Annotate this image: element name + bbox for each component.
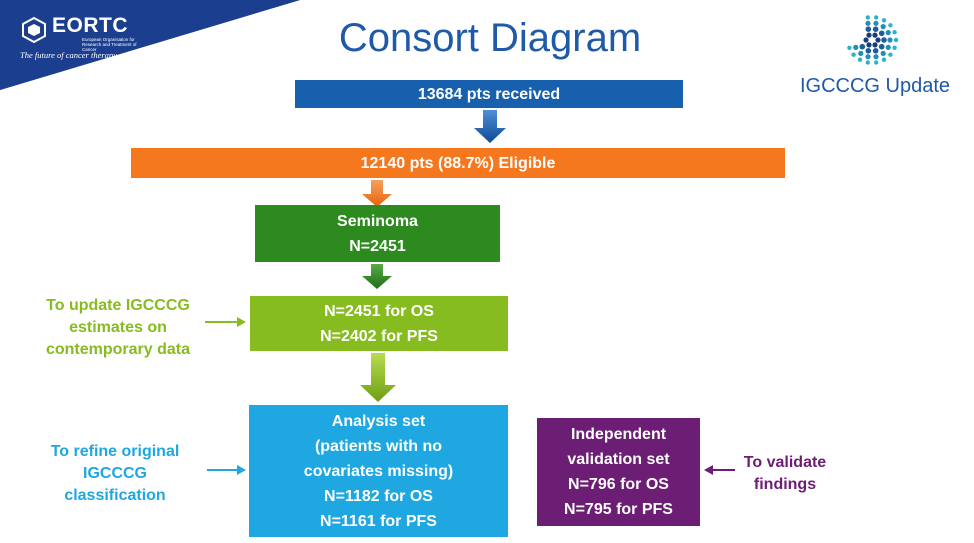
- side-arrow-validate: [704, 465, 735, 475]
- logo-dot: [874, 15, 879, 20]
- logo-dot: [866, 32, 872, 38]
- logo-dot: [873, 54, 879, 60]
- eortc-banner: [0, 0, 300, 90]
- logo-dot: [888, 52, 893, 57]
- eortc-tagline: The future of cancer therapy: [20, 50, 117, 60]
- seminoma-box: Seminoma N=2451: [255, 205, 500, 262]
- received-box: 13684 pts received: [295, 80, 683, 108]
- igcccg-logo-icon: [847, 15, 899, 65]
- logo-dot: [857, 57, 863, 62]
- logo-dot: [873, 20, 879, 26]
- logo-dot: [880, 24, 886, 30]
- logo-dot: [866, 42, 872, 48]
- logo-dot: [865, 15, 870, 20]
- annotation-validate: To validate findings: [743, 454, 827, 493]
- logo-dot: [872, 48, 879, 54]
- logo-dot: [874, 60, 879, 65]
- down-arrow-2: [362, 180, 392, 207]
- igcccg-update-label: IGCCCG Update: [799, 75, 951, 97]
- side-arrow-update: [205, 317, 246, 327]
- os-pfs-box: N=2451 for OS N=2402 for PFS: [250, 296, 508, 351]
- logo-dot: [885, 44, 891, 51]
- logo-dot: [865, 54, 871, 60]
- logo-dot: [892, 30, 897, 35]
- logo-dot: [865, 60, 870, 65]
- logo-dot: [880, 50, 886, 57]
- logo-dot: [863, 37, 869, 43]
- logo-dot: [881, 57, 887, 62]
- logo-dot: [847, 45, 852, 50]
- logo-dot: [878, 43, 885, 50]
- down-arrow-1: [474, 110, 506, 143]
- logo-dot: [851, 52, 856, 57]
- logo-dot: [858, 50, 864, 57]
- logo-dot: [875, 37, 881, 43]
- page-title: Consort Diagram: [338, 16, 642, 60]
- logo-dot: [859, 43, 866, 50]
- logo-dot: [865, 48, 872, 54]
- eligible-box: 12140 pts (88.7%) Eligible: [131, 148, 785, 178]
- eortc-logo-icon: [22, 16, 46, 44]
- logo-dot: [881, 18, 887, 23]
- logo-dot: [892, 45, 897, 50]
- eortc-logo-text: EORTC: [52, 14, 128, 37]
- down-arrow-4: [360, 353, 396, 402]
- logo-dot: [865, 20, 871, 26]
- logo-dot: [872, 32, 878, 38]
- validation-set-box: Independent validation set N=796 for OS …: [537, 418, 700, 526]
- eortc-logo-subtext: European Organisation for Research and T…: [82, 37, 137, 52]
- logo-dot: [881, 37, 887, 43]
- logo-dot: [865, 26, 872, 32]
- analysis-set-box: Analysis set (patients with no covariate…: [249, 405, 508, 537]
- logo-dot: [893, 37, 899, 43]
- annotation-update: To update IGCCCG estimates on contempora…: [45, 297, 191, 358]
- annotation-refine: To refine original IGCCCG classification: [50, 443, 180, 504]
- down-arrow-3: [362, 264, 392, 289]
- side-arrow-refine: [207, 465, 246, 475]
- logo-dot: [887, 37, 893, 43]
- logo-dot: [885, 30, 891, 36]
- logo-dot: [853, 44, 859, 51]
- logo-dot: [872, 42, 878, 48]
- logo-dot: [888, 23, 893, 28]
- logo-dot: [878, 30, 885, 37]
- logo-dot: [872, 26, 879, 32]
